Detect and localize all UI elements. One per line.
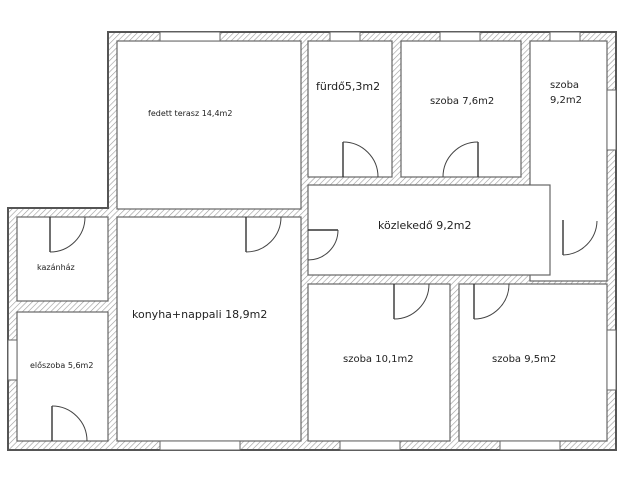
room-bedroom-1 [400,40,522,178]
window-terrace-top [159,31,221,42]
room-bathroom [307,40,393,178]
window-bedroom2-right [606,89,617,151]
label-boiler: kazánház [37,263,75,272]
label-bedroom-4: szoba 9,5m2 [492,354,556,365]
room-bedroom-4 [458,283,608,442]
door-boiler [49,216,86,253]
room-living-kitchen [116,216,302,442]
window-bedroom1-top [439,31,481,42]
label-entrance: előszoba 5,6m2 [30,361,93,370]
window-bedroom4-bottom [499,440,561,451]
window-living-bottom [159,440,241,451]
door-entrance [51,405,88,442]
door-bedroom-3 [393,283,430,320]
door-bathroom [342,141,379,178]
window-bathroom-top [329,31,361,42]
door-bedroom-4 [473,283,510,320]
doors [49,141,598,442]
room-bedroom-3 [307,283,451,442]
label-bathroom: fürdő5,3m2 [316,80,380,93]
label-bedroom-2-line2: 9,2m2 [550,95,582,106]
door-hallway-living [307,229,339,261]
label-hallway: közlekedő 9,2m2 [378,219,471,232]
door-bedroom-1 [442,141,479,178]
label-bedroom-3: szoba 10,1m2 [343,354,414,365]
rooms [16,40,608,442]
label-living-kitchen: konyha+nappali 18,9m2 [132,308,267,321]
window-entrance-left [7,339,18,381]
door-bedroom-2 [562,220,598,256]
door-terrace-living [245,216,282,253]
label-terrace: fedett terasz 14,4m2 [148,109,232,118]
window-bedroom4-right [606,329,617,391]
label-bedroom-2-line1: szoba [550,80,579,91]
window-bedroom2-top [549,31,581,42]
label-bedroom-1: szoba 7,6m2 [430,96,494,107]
window-bedroom3-bottom [339,440,401,451]
room-labels: fedett terasz 14,4m2 fürdő5,3m2 szoba 7,… [30,80,582,370]
room-entrance [16,311,109,442]
room-terrace [116,40,302,210]
room-boiler [16,216,109,302]
windows [7,31,617,451]
